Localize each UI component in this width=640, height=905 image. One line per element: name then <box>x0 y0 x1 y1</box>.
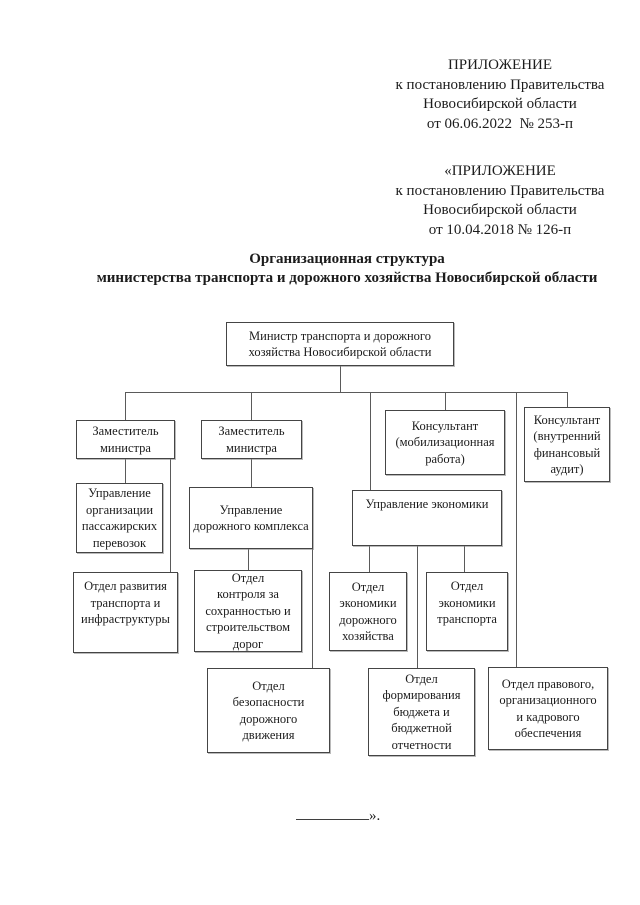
org-node-consultant-mobilization: Консультант (мобилизационная работа) <box>385 410 505 475</box>
connector-minister-stem <box>340 366 341 392</box>
connector-economics-to-otdel-road-economics <box>369 546 370 572</box>
org-node-dept-road-complex: Управление дорожного комплекса <box>189 487 313 549</box>
org-node-consultant-audit: Консультант (внутренний финансовый аудит… <box>524 407 610 482</box>
appendix-line: ПРИЛОЖЕНИЕ <box>447 57 553 73</box>
org-node-dept-economics: Управление экономики <box>352 490 502 546</box>
connector-level1-bus <box>125 392 568 393</box>
appendix-line: от 06.06.2022 № 253-п <box>426 115 574 132</box>
connector-deputy2-to-dept-road-complex <box>251 459 252 487</box>
connector-to-deputy-1 <box>125 392 126 420</box>
org-node-otdel-budget: Отдел формирования бюджета и бюджетной о… <box>368 668 475 756</box>
blank-underline <box>296 806 369 820</box>
closing-mark-row: ». <box>296 806 380 824</box>
org-node-otdel-transport-economics: Отдел экономики транспорта <box>426 572 508 651</box>
appendix-line: к постановлению Правительства <box>395 76 605 93</box>
org-node-deputy-minister-1: Заместитель министра <box>76 420 175 459</box>
closing-mark: ». <box>369 808 381 824</box>
page-title: Организационная структура министерства т… <box>40 250 640 288</box>
appendix-line: от 10.04.2018 № 126-п <box>428 221 572 238</box>
appendix-line: «ПРИЛОЖЕНИЕ <box>444 163 556 179</box>
connector-to-otdel-legal <box>516 392 517 667</box>
connector-to-dept-economics <box>370 392 371 490</box>
connector-roadcomplex-to-otdel-road-control <box>248 549 249 570</box>
connector-economics-to-otdel-budget <box>417 546 418 668</box>
org-node-dept-passenger-transport: Управление организации пассажирских пере… <box>76 483 163 553</box>
connector-roadcomplex-to-otdel-road-safety <box>312 549 313 668</box>
org-node-minister: Министр транспорта и дорожного хозяйства… <box>226 322 454 366</box>
appendix-line: Новосибирской области <box>423 96 577 112</box>
org-node-otdel-road-control: Отдел контроля за сохранностью и строите… <box>194 570 302 652</box>
connector-to-deputy-2 <box>251 392 252 420</box>
org-node-deputy-minister-2: Заместитель министра <box>201 420 302 459</box>
appendix-reference-current: ПРИЛОЖЕНИЕ к постановлению Правительства… <box>380 56 620 134</box>
connector-to-consultant-audit <box>567 392 568 407</box>
org-node-otdel-legal: Отдел правового, организационного и кадр… <box>488 667 608 750</box>
appendix-line: Новосибирской области <box>423 202 577 218</box>
appendix-reference-original: «ПРИЛОЖЕНИЕ к постановлению Правительств… <box>380 162 620 240</box>
connector-deputy1-to-otdel-transport-development <box>170 459 171 572</box>
org-node-otdel-transport-development: Отдел развития транспорта и инфраструкту… <box>73 572 178 653</box>
appendix-line: к постановлению Правительства <box>395 182 605 199</box>
page-title-line-2: министерства транспорта и дорожного хозя… <box>96 270 598 286</box>
connector-deputy1-to-dept-passenger <box>125 459 126 483</box>
connector-economics-to-otdel-transport-economics <box>464 546 465 572</box>
connector-to-consultant-mobilization <box>445 392 446 410</box>
org-node-otdel-road-safety: Отдел безопасности дорожного движения <box>207 668 330 753</box>
page-title-line-1: Организационная структура <box>249 251 445 267</box>
org-node-otdel-road-economics: Отдел экономики дорожного хозяйства <box>329 572 407 651</box>
